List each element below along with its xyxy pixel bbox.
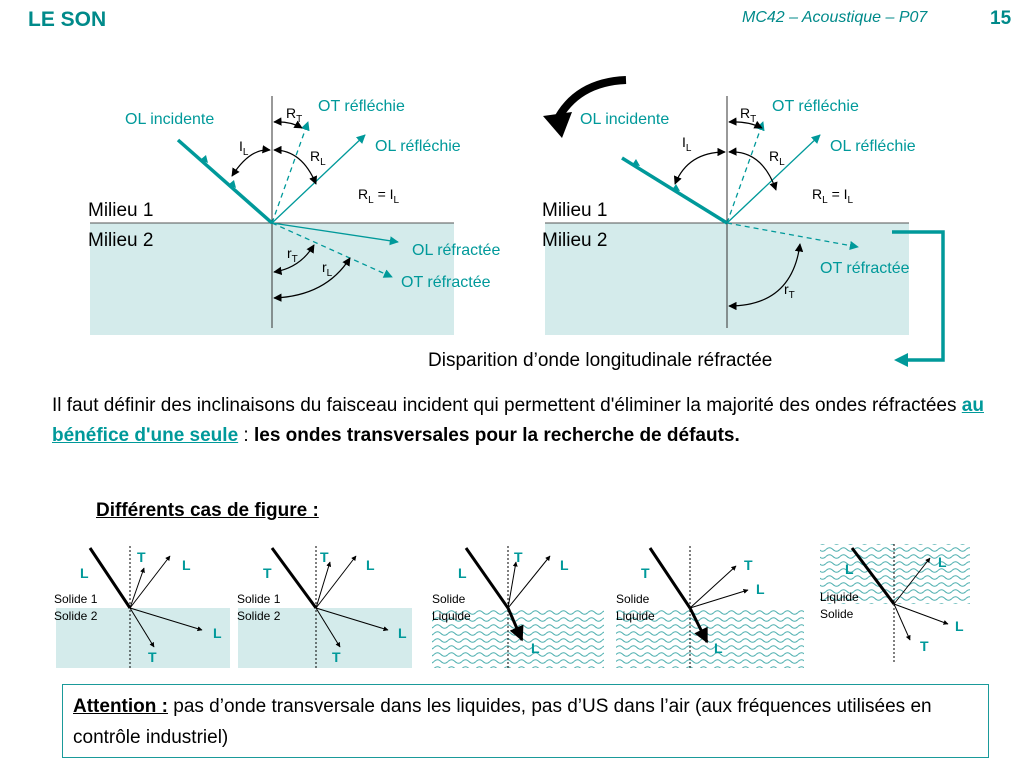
ol-refracted-ray bbox=[271, 222, 399, 246]
ot-refracted-ray bbox=[271, 222, 393, 278]
svg-text:L: L bbox=[714, 640, 723, 656]
svg-text:L: L bbox=[366, 557, 375, 573]
angle-rt-arc bbox=[728, 117, 763, 129]
case5-top-label: Liquide bbox=[820, 590, 859, 604]
label-ot-refractee: OT réfractée bbox=[401, 274, 491, 291]
ol-reflected-ray bbox=[271, 134, 366, 224]
svg-text:L: L bbox=[182, 557, 191, 573]
label-rl-equals-il: RL = IL bbox=[358, 186, 400, 206]
left-diagram: OL incidente OT réfléchie OL réfléchie O… bbox=[88, 96, 500, 335]
angle-rl-arc bbox=[728, 147, 778, 191]
label-milieu1: Milieu 1 bbox=[88, 200, 153, 221]
case-5: L L L T Liquide Solide bbox=[820, 544, 970, 662]
bracket-arrow bbox=[892, 230, 945, 362]
angle-rl-refr-arc bbox=[273, 257, 351, 302]
case-2: T T L L T Solide 1 Solide 2 bbox=[237, 546, 412, 668]
label-rl: RL bbox=[310, 148, 326, 168]
svg-text:T: T bbox=[263, 565, 272, 581]
label-milieu2: Milieu 2 bbox=[88, 230, 153, 251]
incident-ray bbox=[621, 156, 728, 225]
svg-text:T: T bbox=[148, 649, 157, 665]
case-4: T T L L Solide Liquide bbox=[616, 546, 804, 668]
case2-bottom-label: Solide 2 bbox=[237, 609, 281, 623]
label-rl-equals-il: RL = IL bbox=[812, 186, 854, 206]
ot-reflected-ray bbox=[726, 121, 765, 224]
label-rt-refr: rT bbox=[784, 281, 795, 301]
case4-top-label: Solide bbox=[616, 592, 650, 606]
svg-text:T: T bbox=[920, 638, 929, 654]
label-il: IL bbox=[682, 134, 692, 154]
svg-text:L: L bbox=[398, 625, 407, 641]
para-text-1: Il faut définir des inclinaisons du fais… bbox=[52, 395, 962, 416]
svg-text:T: T bbox=[332, 649, 341, 665]
cases-title: Différents cas de figure : bbox=[96, 500, 319, 521]
case1-top-label: Solide 1 bbox=[54, 592, 98, 606]
label-rt: RT bbox=[740, 105, 756, 125]
svg-text:L: L bbox=[80, 565, 89, 581]
svg-text:L: L bbox=[213, 625, 222, 641]
svg-text:L: L bbox=[938, 554, 947, 570]
attention-text: pas d’onde transversale dans les liquide… bbox=[73, 696, 932, 748]
angle-rt-refr-arc bbox=[728, 243, 804, 311]
svg-text:L: L bbox=[560, 557, 569, 573]
case5-bottom-label: Solide bbox=[820, 607, 854, 621]
label-ol-incidente: OL incidente bbox=[125, 111, 214, 128]
svg-text:L: L bbox=[955, 618, 964, 634]
label-milieu1: Milieu 1 bbox=[542, 200, 607, 221]
label-il: IL bbox=[239, 138, 249, 158]
right-diagram: OL incidente OT réfléchie OL réfléchie O… bbox=[428, 76, 945, 371]
svg-text:L: L bbox=[531, 640, 540, 656]
ot-refracted-ray bbox=[726, 222, 859, 250]
page-number: 15 bbox=[990, 8, 1012, 29]
case-1: L T L L T Solide 1 Solide 2 bbox=[54, 546, 230, 668]
angle-il-arc bbox=[673, 147, 726, 185]
svg-text:T: T bbox=[320, 549, 329, 565]
ot-reflected-ray bbox=[271, 121, 310, 224]
svg-text:T: T bbox=[514, 549, 523, 565]
label-ol-refractee: OL réfractée bbox=[412, 242, 500, 259]
label-rl: RL bbox=[769, 148, 785, 168]
para-bold: les ondes transversales pour la recherch… bbox=[253, 425, 740, 446]
svg-text:T: T bbox=[137, 549, 146, 565]
label-rl-refr: rL bbox=[322, 259, 333, 279]
para-text-2: : bbox=[238, 425, 254, 446]
svg-text:T: T bbox=[744, 557, 753, 573]
incident-ray bbox=[176, 138, 274, 225]
label-ot-reflechie: OT réfléchie bbox=[772, 98, 859, 115]
label-milieu2: Milieu 2 bbox=[542, 230, 607, 251]
para-highlight: au bénéfice d'une seule bbox=[52, 395, 984, 446]
svg-text:L: L bbox=[756, 581, 765, 597]
svg-text:L: L bbox=[845, 561, 854, 577]
svg-text:L: L bbox=[458, 565, 467, 581]
case3-bottom-label: Liquide bbox=[432, 609, 471, 623]
case-3: L T L L Solide Liquide bbox=[432, 546, 604, 668]
case1-bottom-label: Solide 2 bbox=[54, 609, 98, 623]
attention-label: Attention : bbox=[73, 696, 168, 717]
case2-top-label: Solide 1 bbox=[237, 592, 281, 606]
label-disparition: Disparition d’onde longitudinale réfract… bbox=[428, 350, 772, 371]
label-rt-refr: rT bbox=[287, 245, 298, 265]
label-ot-reflechie: OT réfléchie bbox=[318, 98, 405, 115]
label-ol-incidente: OL incidente bbox=[580, 111, 669, 128]
label-ot-refractee: OT réfractée bbox=[820, 260, 910, 277]
case3-top-label: Solide bbox=[432, 592, 466, 606]
label-rt: RT bbox=[286, 105, 302, 125]
slide-title: LE SON bbox=[28, 8, 107, 31]
label-ol-reflechie: OL réfléchie bbox=[375, 138, 461, 155]
attention-box: Attention : pas d’onde transversale dans… bbox=[62, 684, 989, 758]
explanation-paragraph: Il faut définir des inclinaisons du fais… bbox=[52, 391, 1002, 451]
case4-bottom-label: Liquide bbox=[616, 609, 655, 623]
angle-rt-arc bbox=[273, 117, 303, 129]
label-ol-reflechie: OL réfléchie bbox=[830, 138, 916, 155]
angle-il-arc bbox=[231, 145, 271, 177]
svg-text:T: T bbox=[641, 565, 650, 581]
angle-rl-arc bbox=[273, 145, 318, 185]
course-reference: MC42 – Acoustique – P07 bbox=[742, 9, 928, 26]
